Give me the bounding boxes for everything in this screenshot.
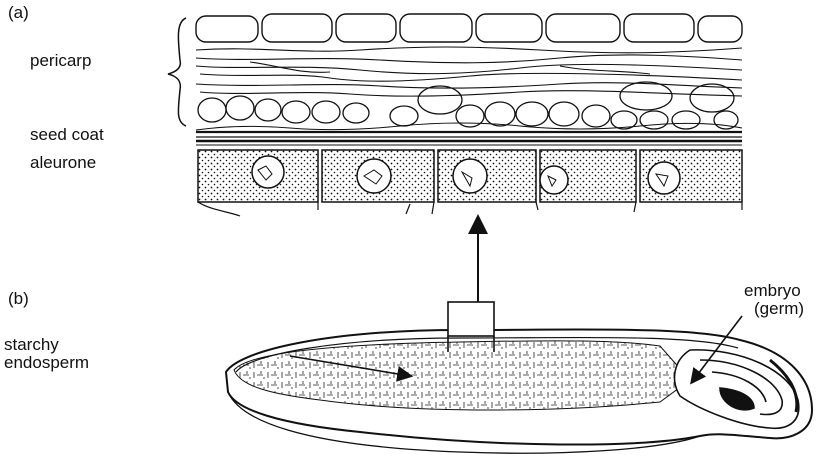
- aleurone-label: aleurone: [30, 154, 96, 172]
- outer-cell-row: [196, 14, 742, 42]
- grain-section: [226, 302, 812, 453]
- pericarp-brace: [168, 18, 186, 126]
- aleurone-cell-row: [198, 150, 742, 216]
- pericarp-label: pericarp: [30, 52, 91, 70]
- panel-a-tag: (a): [8, 4, 29, 22]
- round-cell-row: [198, 82, 738, 129]
- starchy-label-line2: endosperm: [4, 354, 89, 372]
- embryo-label-line1: embryo: [744, 282, 801, 300]
- pericarp-layers: [196, 47, 742, 96]
- endosperm-region: [234, 341, 690, 410]
- embryo-label-line2: (germ): [754, 300, 804, 318]
- seed-coat-layer: [196, 123, 742, 145]
- embryo-region: [675, 350, 799, 428]
- tissue-section: [168, 14, 742, 216]
- seed-coat-label: seed coat: [30, 126, 104, 144]
- starchy-label-line1: starchy: [4, 336, 59, 354]
- callout-box: [448, 302, 494, 336]
- panel-b-tag: (b): [8, 290, 29, 308]
